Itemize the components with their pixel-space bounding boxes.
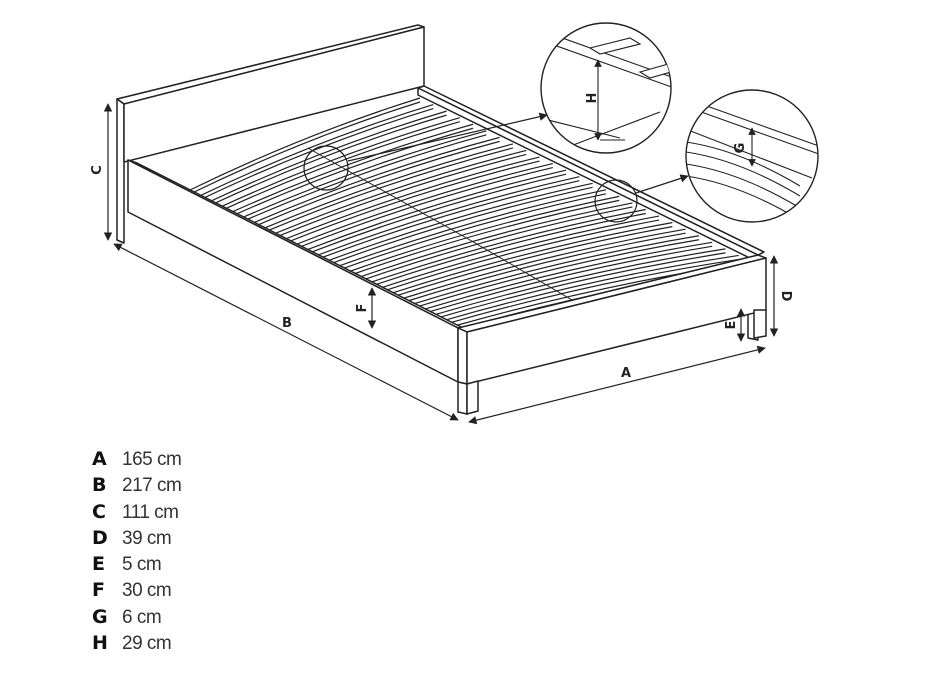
- slat-edge: [286, 160, 540, 244]
- slat-edge: [307, 173, 567, 254]
- legend-value: 165 cm: [122, 449, 182, 470]
- detail-g-magnifier: G: [685, 89, 819, 223]
- slat-edge: [425, 245, 713, 314]
- legend-value: 111 cm: [122, 501, 179, 523]
- legend-row-d: D 39 cm: [92, 527, 181, 553]
- legend-row-h: H 29 cm: [92, 632, 181, 658]
- detail-callouts: [303, 112, 689, 223]
- legend-value: 39 cm: [122, 527, 172, 549]
- slat: [243, 130, 487, 218]
- dim-label-b: B: [282, 316, 292, 331]
- slat-edge: [447, 258, 739, 325]
- bed-drawing: H G C B A D E F: [90, 22, 819, 425]
- slat: [254, 136, 500, 223]
- slat-edge: [211, 114, 447, 206]
- legend-value: 30 cm: [122, 580, 172, 602]
- detail-h-magnifier: H: [540, 22, 672, 154]
- legend-row-a: A 165 cm: [92, 448, 182, 474]
- slat: [275, 149, 527, 234]
- legend-row-f: F 30 cm: [92, 579, 181, 605]
- slat-edge: [264, 147, 514, 233]
- dim-label-g: G: [733, 143, 748, 154]
- dim-label-a: A: [621, 366, 631, 381]
- legend-value: 5 cm: [122, 554, 162, 576]
- slat: [232, 123, 474, 213]
- slat: [436, 248, 726, 315]
- legend-key: H: [92, 632, 108, 655]
- slat: [307, 169, 567, 250]
- slat: [286, 156, 540, 240]
- slat-edge: [436, 252, 726, 319]
- slat-edge: [275, 153, 527, 238]
- legend-row-b: B 217 cm: [92, 474, 182, 500]
- dim-label-d: D: [778, 291, 793, 302]
- slat: [296, 163, 553, 245]
- legend-key: D: [92, 526, 108, 549]
- legend-key: A: [92, 448, 107, 470]
- slat-edge: [189, 101, 421, 195]
- slat: [264, 143, 514, 229]
- slat-edge: [200, 107, 434, 200]
- slat: [447, 254, 739, 321]
- legend-key: G: [92, 605, 108, 628]
- legend-row-c: C 111 cm: [92, 501, 181, 527]
- slat-edge: [254, 140, 500, 227]
- dim-label-f: F: [355, 304, 370, 313]
- legend-value: 29 cm: [122, 633, 172, 655]
- dim-label-h: H: [585, 93, 600, 104]
- legend-key: F: [92, 579, 105, 602]
- legend-row-g: G 6 cm: [92, 606, 181, 632]
- slat-edge: [221, 121, 461, 211]
- dim-label-c: C: [90, 165, 105, 175]
- slat-edge: [296, 167, 553, 249]
- legend-value: 6 cm: [122, 606, 162, 628]
- slat: [221, 117, 461, 207]
- slat-edge: [243, 134, 487, 222]
- slat: [211, 110, 447, 202]
- legend-key: B: [92, 474, 107, 497]
- dimension-legend: A 165 cm B 217 cm C 111 cm D 39 cm E 5 c…: [92, 448, 182, 658]
- slat-edge: [232, 127, 474, 217]
- slat: [318, 176, 580, 256]
- dimension-lines: [103, 103, 779, 425]
- legend-row-e: E 5 cm: [92, 553, 181, 579]
- dim-label-e: E: [724, 321, 739, 330]
- slat: [189, 97, 421, 191]
- legend-key: E: [92, 553, 105, 576]
- legend-key: C: [92, 500, 106, 523]
- slat: [425, 241, 713, 310]
- slat: [200, 103, 434, 196]
- legend-value: 217 cm: [122, 475, 182, 497]
